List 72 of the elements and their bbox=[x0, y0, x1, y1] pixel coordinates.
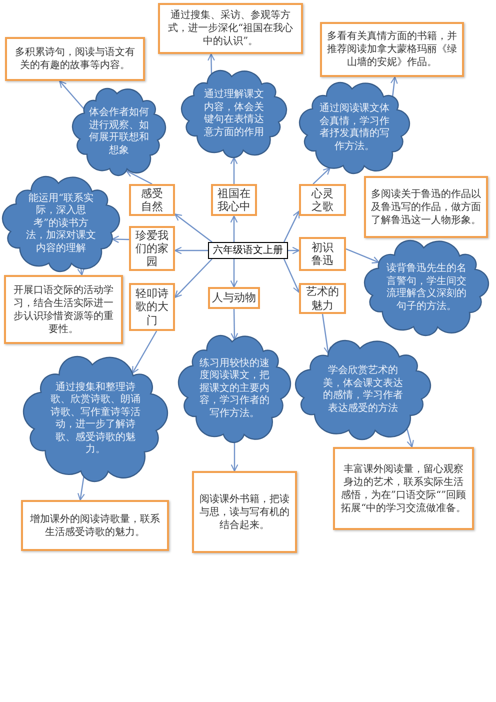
arrow bbox=[174, 246, 208, 254]
arrow bbox=[283, 258, 300, 293]
arrow bbox=[230, 259, 238, 288]
unit-box bbox=[211, 184, 257, 216]
cloud-text: 能运用“联系实际，深入思考”的读书方法，加深对课文内容的理解 bbox=[26, 192, 96, 256]
arrow bbox=[230, 308, 238, 340]
center-title: 六年级语文上册 bbox=[213, 244, 283, 256]
note-box bbox=[21, 500, 169, 551]
note-box bbox=[364, 176, 488, 238]
center-box bbox=[208, 242, 288, 259]
unit-box bbox=[129, 283, 175, 331]
note-box bbox=[192, 471, 297, 553]
arrow bbox=[406, 428, 414, 448]
unit-box bbox=[299, 237, 346, 271]
cloud-shape bbox=[299, 82, 410, 174]
note-text: 多阅读关于鲁迅的作品以及鲁迅写的作品，做方面了解鲁迅这一人物形象。 bbox=[370, 188, 482, 226]
arrow bbox=[283, 210, 300, 242]
arrow bbox=[112, 236, 130, 244]
unit-box bbox=[208, 287, 260, 309]
arrow bbox=[59, 80, 84, 110]
note-text: 丰富课外阅读量，留心观察身边的艺术，联系实际生活感悟，为在”口语交际“”回顾拓展“中的学习交流做准备。 bbox=[340, 462, 468, 514]
arrow bbox=[132, 330, 158, 374]
cloud-text: 体会作者如何进行观察、如何展开联想和想象 bbox=[89, 107, 149, 157]
unit-box bbox=[129, 226, 175, 271]
unit-box bbox=[299, 283, 346, 314]
arrow bbox=[312, 167, 331, 184]
cloud-shape bbox=[364, 240, 489, 336]
unit-title: 初识鲁迅 bbox=[310, 240, 334, 268]
note-text: 增加课外的阅读诗歌量，联系生活感受诗歌的魅力。 bbox=[29, 512, 161, 538]
arrow bbox=[346, 248, 380, 264]
note-text: 阅读课外书籍，把读与思，读与写有机的结合起来。 bbox=[198, 492, 290, 532]
note-box bbox=[320, 22, 464, 77]
arrow bbox=[77, 268, 85, 276]
cloud-text: 学会欣赏艺术的美，体会课文表达的感情，学习作者表达感受的方法 bbox=[323, 365, 403, 415]
arrow bbox=[322, 314, 332, 354]
arrow bbox=[230, 442, 238, 472]
cloud-shape bbox=[23, 356, 168, 482]
arrow bbox=[174, 258, 212, 298]
unit-title: 心灵之歌 bbox=[310, 186, 334, 214]
note-box bbox=[5, 37, 145, 81]
arrow bbox=[208, 53, 215, 74]
cloud-text: 通过搜集和整理诗歌、欣赏诗歌、朗诵诗歌、写作童诗等活动，进一步了解诗歌、感受诗歌的魅力。 bbox=[50, 382, 140, 456]
note-text: 多看有关真情方面的书籍，并推荐阅读加拿大蒙格玛丽《绿山墙的安妮》作品。 bbox=[326, 30, 458, 69]
cloud-shape bbox=[295, 340, 431, 440]
cloud-shape bbox=[2, 176, 120, 272]
cloud-text: 读背鲁迅先生的名言警句，学生间交流理解含义深刻的句子的方法。 bbox=[386, 263, 466, 313]
arrow bbox=[174, 214, 212, 242]
cloud-shape bbox=[178, 335, 291, 443]
unit-title: 轻叩诗歌的大门 bbox=[134, 287, 170, 327]
cloud-text: 练习用较快的速度阅读课文，把握课文的主要内容，学习作者的写作方法。 bbox=[200, 358, 270, 420]
note-text: 多积累诗句，阅读与语文有关的有趣的故事等内容。 bbox=[14, 46, 136, 72]
note-box bbox=[333, 447, 474, 530]
note-box bbox=[4, 275, 123, 344]
unit-title: 艺术的魅力 bbox=[305, 285, 340, 312]
unit-box bbox=[299, 184, 346, 216]
arrow bbox=[230, 215, 238, 242]
note-text: 通过搜集、采访、参观等方式，进一步深化“祖国在我心中的认识”。 bbox=[166, 9, 294, 48]
arrow bbox=[288, 246, 300, 254]
cloud-text: 通过理解课文内容，体会关键句在表情达意方面的作用 bbox=[204, 89, 264, 139]
unit-box bbox=[129, 184, 175, 216]
cloud-shape bbox=[181, 70, 287, 158]
arrow bbox=[390, 76, 398, 97]
unit-title: 祖国在我心中 bbox=[216, 186, 252, 214]
unit-title: 人与动物 bbox=[211, 291, 257, 305]
note-text: 开展口语交际的活动学习，结合生活实际进一步认识珍惜资源等的重要性。 bbox=[12, 284, 114, 336]
cloud-shape bbox=[72, 88, 166, 176]
cloud-text: 通过阅读课文体会真情，学习作者抒发真情的写作方法。 bbox=[320, 103, 390, 153]
unit-title: 感受自然 bbox=[140, 186, 164, 214]
unit-title: 珍爱我们的家园 bbox=[134, 228, 170, 268]
note-box bbox=[158, 3, 303, 54]
arrow bbox=[230, 156, 238, 184]
arrow bbox=[78, 476, 85, 501]
